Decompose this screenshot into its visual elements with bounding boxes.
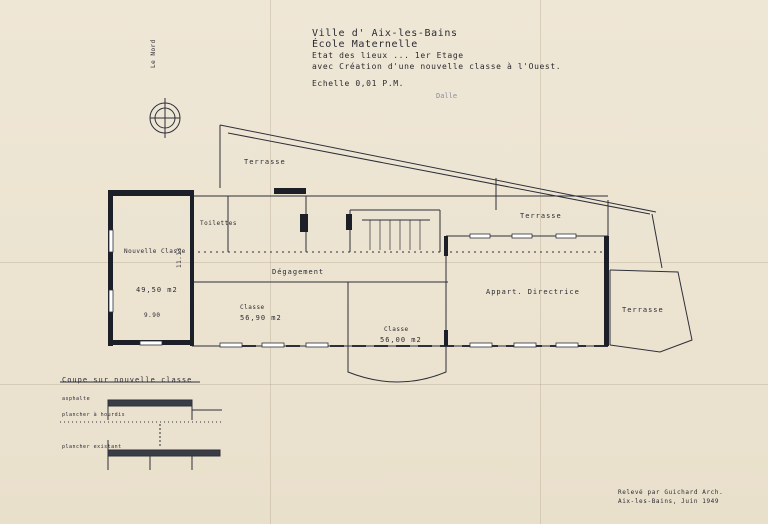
- credit-line-2: Aix-les-Bains, Juin 1949: [618, 498, 720, 505]
- room-terrasse-mid: Terrasse: [520, 212, 562, 220]
- room-nouvelle-area: 49,50 m2: [136, 286, 178, 294]
- scale-line: Echelle 0,01 P.M.: [312, 79, 405, 88]
- dimension-width: 9.90: [144, 312, 161, 319]
- fold-line: [0, 262, 768, 263]
- dimension-depth: 11.13: [176, 247, 183, 268]
- fold-line: [0, 384, 768, 385]
- credit-block: Relevé par Guichard Arch. Aix-les-Bains,…: [618, 488, 723, 506]
- room-degagement: Dégagement: [272, 268, 325, 276]
- fold-line: [540, 0, 541, 524]
- section-plancher-existant: plancher existant: [62, 444, 122, 450]
- room-classe-2-area: 56,00 m2: [380, 336, 422, 344]
- room-terrasse-top: Terrasse: [244, 158, 286, 166]
- room-toilettes: Toilettes: [200, 220, 238, 227]
- creation-line: avec Création d'une nouvelle classe à l'…: [312, 62, 562, 71]
- section-title: Coupe sur nouvelle classe: [62, 376, 193, 384]
- credit-line-1: Relevé par Guichard Arch.: [618, 489, 724, 496]
- fold-line: [270, 0, 271, 524]
- room-nouvelle-classe: Nouvelle Classe: [124, 248, 186, 255]
- room-classe-2: Classe: [384, 326, 409, 333]
- title-block: Ville d' Aix-les-Bains École Maternelle …: [312, 28, 612, 89]
- room-classe-1: Classe: [240, 304, 265, 311]
- section-asphalte: asphalte: [62, 396, 91, 402]
- state-line: Etat des lieux ... 1er Etage: [312, 51, 464, 60]
- school-name: École Maternelle: [312, 39, 418, 50]
- north-label: Le Nord: [150, 39, 157, 68]
- pencil-note: Dalle: [436, 92, 458, 100]
- room-appartement: Appart. Directrice: [486, 288, 580, 296]
- room-classe-1-area: 56,90 m2: [240, 314, 282, 322]
- section-plancher: plancher à hourdis: [62, 412, 126, 418]
- town-name: Ville d' Aix-les-Bains: [312, 28, 458, 39]
- north-arrow-icon: [149, 98, 181, 138]
- room-terrasse-right: Terrasse: [622, 306, 664, 314]
